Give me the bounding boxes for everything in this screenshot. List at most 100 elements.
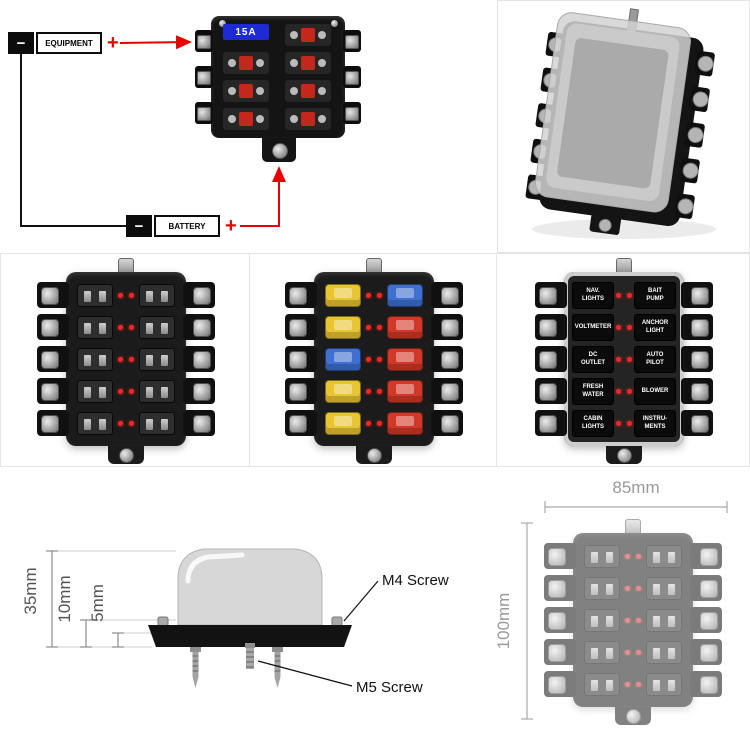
terminal-screw [690, 639, 722, 665]
led-indicator [616, 325, 621, 330]
terminal-screw [431, 410, 463, 436]
dim-height-total: 35mm [21, 567, 40, 614]
fuse-slot [77, 348, 113, 371]
terminal-screw [183, 378, 215, 404]
blade-fuse-top [285, 108, 331, 130]
m4-screw-right [331, 616, 343, 627]
m4-screw-left [157, 616, 169, 627]
terminal-screw [37, 346, 69, 372]
fuse-slot [646, 577, 682, 600]
circuit-label: NAV. LIGHTS [572, 282, 614, 309]
led-indicator [625, 650, 630, 655]
terminal-screw [343, 66, 361, 88]
transparent-cover [534, 12, 691, 213]
circuit-label: FRESH WATER [572, 378, 614, 405]
terminal-screw [681, 410, 713, 436]
terminal-screw [37, 378, 69, 404]
terminal-screw [431, 378, 463, 404]
blade-fuse [325, 284, 361, 307]
mounting-screw [190, 647, 201, 688]
led-indicator [118, 325, 123, 330]
led-indicator [625, 682, 630, 687]
terminal-screw [285, 282, 317, 308]
blade-fuse [387, 380, 423, 403]
blade-fuse [325, 316, 361, 339]
terminal-screw [285, 378, 317, 404]
wire-negative [20, 54, 126, 227]
led-indicator [366, 325, 371, 330]
led-indicator [627, 389, 632, 394]
dimension-lines [46, 550, 124, 648]
side-dimension-drawing: 35mm 10mm 5mm [21, 548, 449, 696]
fuse-slot [77, 284, 113, 307]
terminal-screw [285, 314, 317, 340]
terminal-screw [690, 575, 722, 601]
terminal-screw [535, 346, 567, 372]
led-indicator [616, 293, 621, 298]
panel-top-dimensions: 85mm 100mm [497, 467, 750, 750]
cover-screw-icon [331, 20, 338, 27]
led-indicator [129, 325, 134, 330]
blade-fuse-top [285, 24, 331, 46]
terminal-screw [285, 346, 317, 372]
fuse-slot [584, 577, 620, 600]
wire-positive-battery [240, 166, 286, 227]
panel-product-fused [249, 253, 497, 467]
cover-inner-shadow [557, 38, 669, 189]
fuse-slot [646, 609, 682, 632]
fuse-slot [77, 412, 113, 435]
led-indicator [377, 389, 382, 394]
led-indicator [625, 586, 630, 591]
terminal-screw [544, 575, 576, 601]
dim-width: 85mm [612, 478, 659, 497]
terminal-screw [183, 314, 215, 340]
mounting-tab [108, 446, 144, 464]
led-indicator [129, 293, 134, 298]
led-indicator [377, 325, 382, 330]
terminal-screw [535, 410, 567, 436]
fusebox-unit [525, 8, 715, 235]
led-indicator [625, 554, 630, 559]
m5-leader-line [257, 660, 353, 687]
circuit-label: VOLTMETER [572, 314, 614, 341]
led-indicator [616, 421, 621, 426]
blade-fuse-top [285, 80, 331, 102]
led-indicator [377, 421, 382, 426]
blade-fuse [325, 412, 361, 435]
led-indicator [118, 421, 123, 426]
terminal-screw [343, 102, 361, 124]
blade-fuse [325, 380, 361, 403]
led-indicator [636, 586, 641, 591]
led-indicator [636, 682, 641, 687]
fusebox-top-faded [543, 519, 723, 725]
fusebox-top-view: 15A [193, 16, 363, 162]
terminal-screw [535, 314, 567, 340]
battery-negative-terminal: − [126, 215, 152, 237]
led-indicator [625, 618, 630, 623]
panel-product-empty [0, 253, 250, 467]
fuse-slot [77, 316, 113, 339]
fuse-slot [584, 545, 620, 568]
shadow [532, 219, 716, 239]
terminal-screw [681, 378, 713, 404]
fuse-slot [646, 673, 682, 696]
blade-fuse [387, 348, 423, 371]
fuse-slot [77, 380, 113, 403]
equipment-label: EQUIPMENT [36, 32, 102, 54]
fuse-slot [584, 673, 620, 696]
dimension-lines [521, 501, 728, 720]
terminal-screw [343, 30, 361, 52]
battery-positive-terminal: + [225, 215, 237, 237]
led-indicator [366, 389, 371, 394]
fusebox-front-fused [284, 258, 464, 464]
blade-fuse [325, 348, 361, 371]
cover-screw-icon [219, 20, 226, 27]
led-indicator [636, 554, 641, 559]
led-indicator [627, 357, 632, 362]
fusebox-front-empty [36, 258, 216, 464]
battery-connector: − BATTERY + [126, 215, 237, 237]
led-indicator [616, 357, 621, 362]
led-indicator [627, 325, 632, 330]
fuse-slot [139, 316, 175, 339]
